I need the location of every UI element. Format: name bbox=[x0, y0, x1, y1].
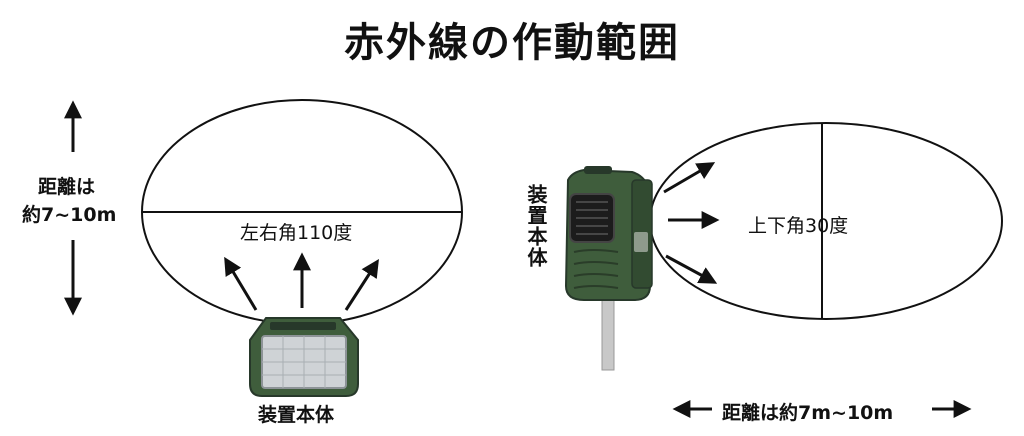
side-arrow-down bbox=[665, 254, 718, 284]
left-device-label: 装置本体 bbox=[258, 404, 335, 426]
right-distance-label: 距離は約7m~10m bbox=[722, 402, 894, 424]
side-arrow-up bbox=[663, 162, 716, 194]
page-title: 赤外線の作動範囲 bbox=[344, 20, 680, 66]
left-distance-label-line1: 距離は bbox=[38, 176, 96, 198]
left-distance-label-line2: 約7~10m bbox=[22, 204, 117, 226]
fan-arrow-left bbox=[224, 256, 258, 311]
horizontal-angle-label: 左右角110度 bbox=[240, 222, 353, 244]
vertical-angle-label: 上下角30度 bbox=[748, 215, 849, 237]
right-device-label: 装置本体 bbox=[524, 184, 548, 268]
device-side-view bbox=[564, 166, 653, 301]
device-top-view bbox=[249, 317, 359, 397]
fan-arrow-right bbox=[344, 258, 379, 311]
device-pole bbox=[601, 297, 615, 371]
